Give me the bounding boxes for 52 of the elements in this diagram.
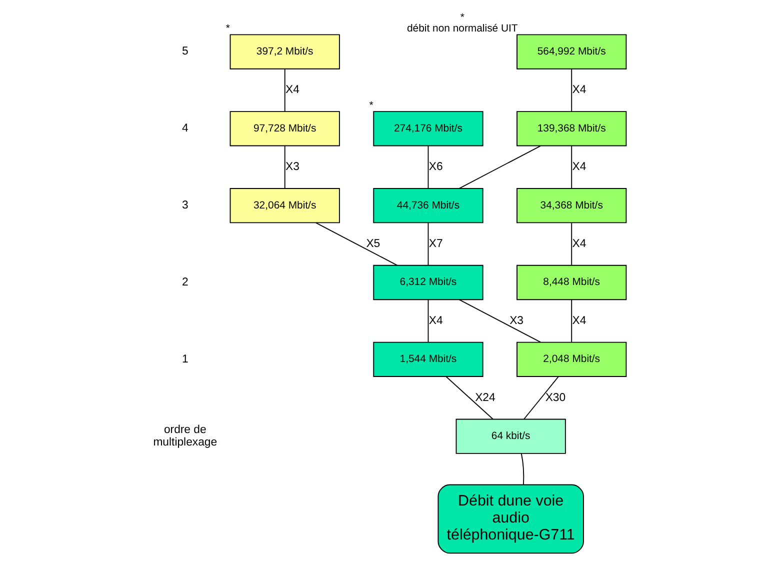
node-label: débit non normalisé UIT	[407, 24, 518, 35]
edge-label: X24	[475, 392, 496, 404]
edge-label: X4	[572, 84, 586, 96]
edge-label: X5	[366, 238, 380, 250]
node-box: 64 kbit/s	[456, 418, 566, 454]
connector	[428, 145, 429, 189]
node-box: 44,736 Mbit/s	[373, 188, 484, 224]
edge-label: X30	[545, 392, 566, 404]
node-box: 1,544 Mbit/s	[373, 342, 484, 377]
connector	[446, 376, 494, 420]
node-box: Débit dune voie audio téléphonique-G711	[438, 484, 584, 554]
connector	[458, 145, 541, 189]
edge-label: X4	[572, 238, 586, 250]
edge-label: X4	[572, 161, 586, 174]
node-box: 32,064 Mbit/s	[230, 188, 340, 224]
connector	[458, 299, 542, 343]
label: ordre de multiplexage	[153, 424, 218, 448]
node-box: 97,728 Mbit/s	[230, 111, 340, 146]
edge-label: X4	[285, 84, 300, 96]
connector	[524, 376, 559, 420]
label: 2	[182, 276, 188, 288]
node-box: 6,312 Mbit/s	[373, 264, 484, 300]
edge-label: X4	[572, 314, 586, 327]
label: 5	[182, 46, 188, 58]
node-box: 34,368 Mbit/s	[516, 188, 627, 224]
connector	[520, 453, 524, 486]
connector	[571, 145, 572, 189]
node-box: 274,176 Mbit/s	[373, 111, 484, 146]
connector	[428, 222, 429, 266]
node-box: 2,048 Mbit/s	[516, 342, 627, 377]
connector	[571, 299, 572, 343]
edge-label: X6	[428, 161, 443, 174]
connector	[284, 145, 286, 189]
connector	[315, 222, 398, 266]
edge-label: X3	[285, 161, 300, 174]
node-label: *	[226, 24, 230, 35]
connector	[284, 68, 286, 112]
node-box: 397,2 Mbit/s	[230, 34, 340, 70]
node-box: 8,448 Mbit/s	[516, 264, 627, 300]
connector	[428, 299, 429, 343]
label: 1	[182, 353, 188, 366]
connector	[571, 222, 572, 266]
node-box: 139,368 Mbit/s	[516, 111, 627, 146]
edge-label: X4	[428, 314, 443, 327]
edge-label: X7	[428, 238, 443, 250]
connector	[571, 68, 572, 112]
label: 3	[182, 200, 188, 212]
label: 4	[182, 122, 188, 135]
node-label: *	[369, 100, 374, 112]
edge-label: X3	[510, 314, 524, 327]
node-label: *	[460, 12, 464, 24]
node-box: 564,992 Mbit/s	[516, 34, 627, 70]
